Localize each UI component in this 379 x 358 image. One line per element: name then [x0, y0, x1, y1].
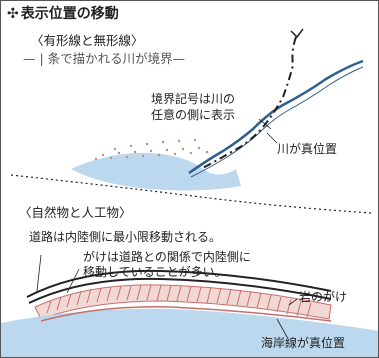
boundary-symbol	[200, 36, 297, 170]
label-coastline: 海岸線が真位置	[261, 336, 346, 350]
label-cliff-line2: 移動していることが多い。	[83, 265, 227, 279]
label-cliff-line1: がけは道路との関係で内陸側に	[83, 250, 251, 264]
label-river-true-position: 川が真位置	[277, 142, 338, 156]
section-divider	[10, 174, 372, 214]
road-line-inner	[28, 277, 332, 304]
river-line-inner	[190, 66, 364, 178]
boundary-end-cap	[290, 28, 304, 39]
label-boundary-symbol-line2: 任意の側に表示	[151, 108, 236, 122]
road-line-outer	[26, 269, 332, 298]
leader-river	[266, 132, 278, 144]
leader-rock	[288, 298, 298, 306]
page-title: ✣表示位置の移動	[7, 7, 119, 21]
water-bank-area	[71, 152, 241, 191]
river-line	[188, 59, 364, 175]
title-text: 表示位置の移動	[20, 6, 119, 22]
sea-area	[1, 308, 378, 357]
coastline	[40, 306, 332, 322]
title-mark-icon: ✣	[7, 6, 19, 22]
leader-road	[36, 254, 42, 292]
leader-symbol	[258, 118, 272, 130]
label-boundary-symbol-line1: 境界記号は川の	[151, 92, 236, 106]
leader-cliff	[66, 268, 80, 294]
upper-section-subheading: — | 条で描かれる川が境界—	[23, 51, 186, 66]
label-road: 道路は内陸側に最小限移動される。	[29, 230, 222, 244]
lower-section-heading: 〈自然物と人工物〉	[19, 205, 132, 220]
label-rock-cliff: 岩のがけ	[299, 290, 348, 304]
upper-section-heading: 〈有形線と無形線〉	[31, 33, 144, 48]
rock-cliff-hatching	[46, 284, 312, 318]
gravel-stipple	[94, 138, 209, 161]
leader-coast	[276, 318, 288, 338]
